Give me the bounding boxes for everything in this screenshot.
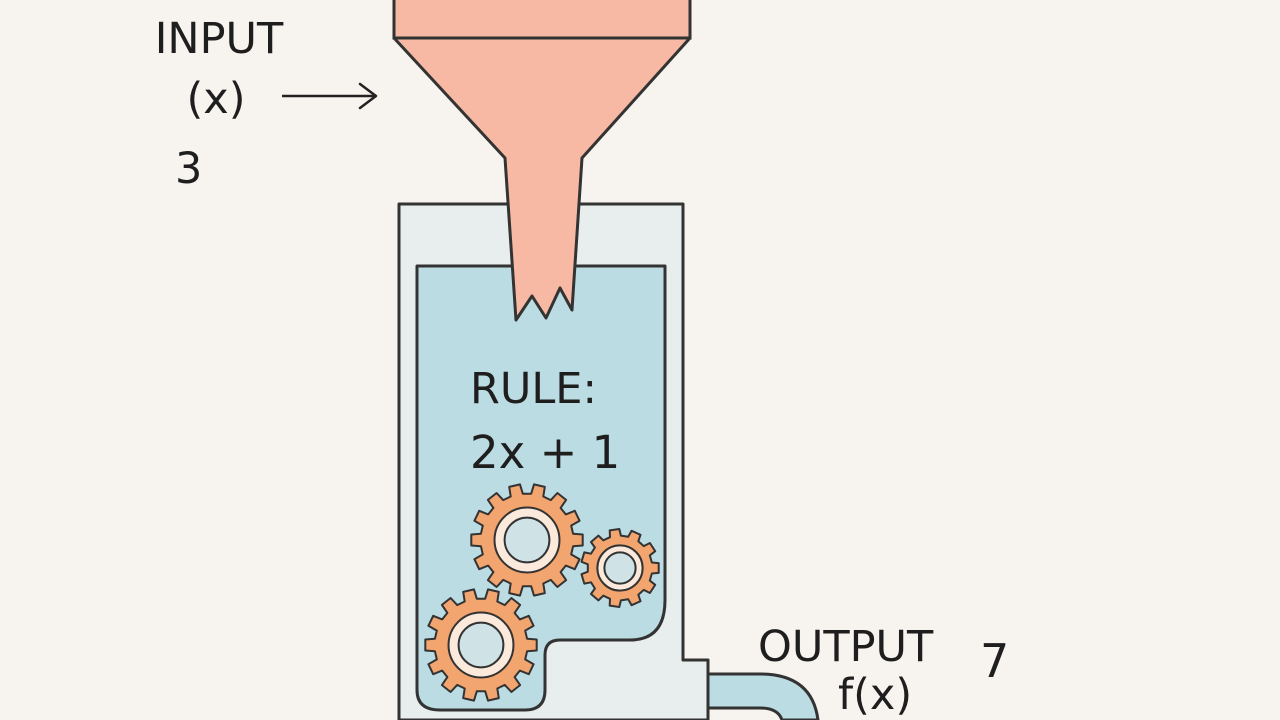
gear-icon: [424, 588, 538, 702]
rule-formula: 2x + 1: [470, 426, 621, 479]
output-label: OUTPUT: [758, 622, 934, 672]
output-pipe: [706, 672, 820, 720]
input-label: INPUT: [154, 14, 284, 64]
gear-icon: [580, 528, 660, 608]
funnel-hopper: [392, 0, 692, 40]
gear-hub: [503, 516, 551, 564]
gear-hub: [457, 621, 505, 669]
output-value: 7: [980, 634, 1010, 688]
gear-icon: [470, 483, 584, 597]
funnel-spout: [392, 36, 692, 322]
output-variable: f(x): [838, 670, 913, 720]
input-variable: (x): [186, 74, 246, 124]
input-arrow: [282, 82, 378, 110]
gear-hub: [603, 551, 637, 585]
input-value: 3: [175, 144, 203, 194]
rule-label: RULE:: [470, 364, 597, 414]
